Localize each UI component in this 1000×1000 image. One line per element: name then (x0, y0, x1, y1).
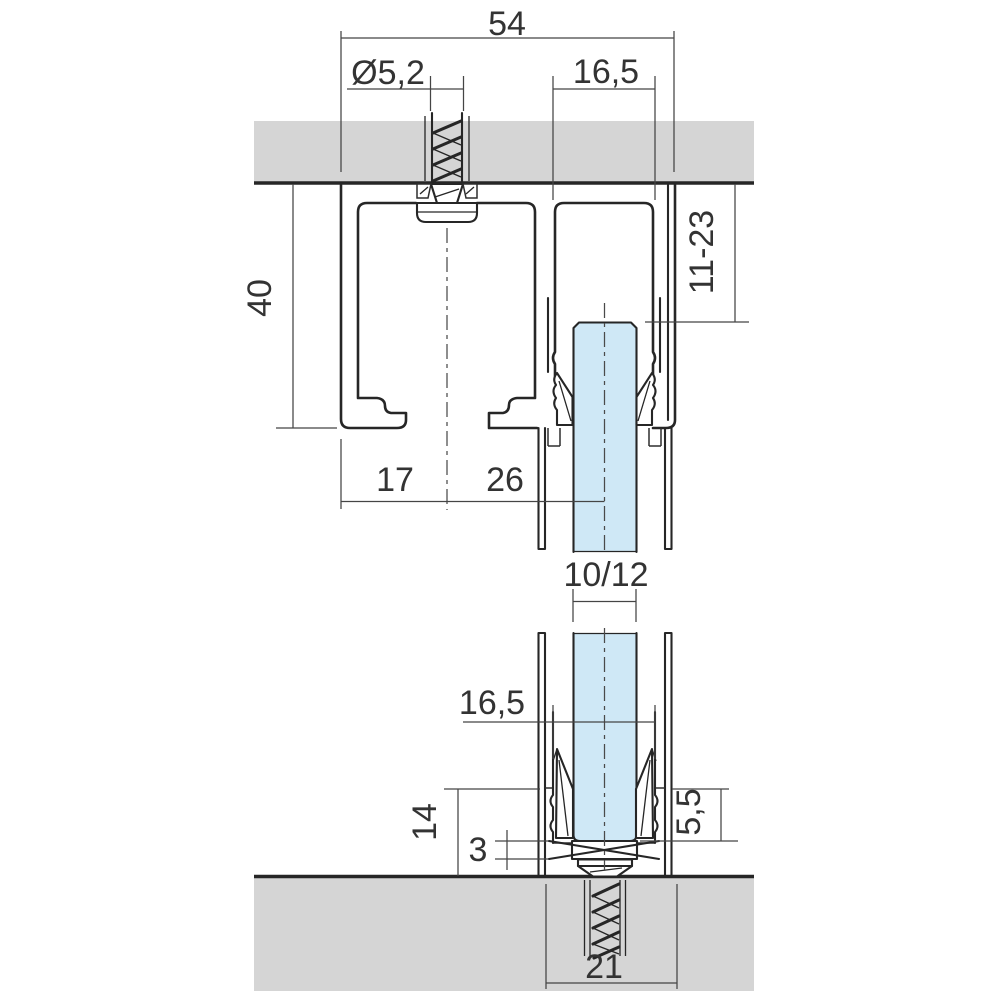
lower-gasket-right (634, 747, 655, 840)
bottom-mounting-screw (576, 858, 634, 960)
bottom-clamp-serrated-walls (549, 786, 659, 845)
dim-overall-width: 54 (340, 5, 675, 172)
dim-top-channel-width: 16,5 (552, 53, 656, 200)
screw-tip-thread-mark (434, 188, 460, 198)
dim-bottom-rail-width: 21 (545, 884, 678, 989)
dim-bottom-channel-width: 16,5 (459, 684, 656, 759)
floor-pilot-hole-lines (583, 880, 627, 956)
dimensions: 54 Ø5,2 16,5 40 11-23 17 26 10/12 (241, 5, 749, 989)
bottom-rail-profile (537, 631, 673, 878)
bottom-rail-outer-walls (537, 631, 673, 878)
dim-setting-block-height: 3 (469, 830, 548, 870)
setting-block-box (570, 839, 639, 861)
glass-upper-outline (572, 321, 638, 554)
ceiling-pilot-hole-lines (424, 116, 470, 181)
dim-bottom-rail-height: 14 (406, 788, 540, 876)
top-track-profile (339, 183, 677, 551)
setting-block-cross (547, 839, 661, 861)
track-cover-walls (537, 426, 673, 551)
lower-gasket-left-ribs (552, 748, 569, 837)
dim-overall-width-label: 54 (488, 5, 526, 43)
glass-upper-fill (573, 322, 637, 552)
centerlines (446, 228, 606, 871)
upper-gasket-feet (547, 428, 662, 447)
dim-glass-offset-label: 26 (486, 461, 524, 499)
track-glass-channel-walls (551, 201, 657, 378)
upper-gasket-right-rib (637, 380, 651, 422)
dim-carrier-offset-label: 17 (376, 461, 414, 499)
setting-block (547, 839, 661, 861)
countersunk-head-mark (589, 867, 623, 873)
suspension-claws (416, 183, 478, 199)
dim-glass-thickness-label: 10/12 (563, 556, 648, 594)
ceiling-band (254, 121, 754, 183)
floor-band (254, 878, 754, 991)
upper-gasket-left-rib (558, 380, 572, 422)
dim-edge-clearance-label: 5,5 (670, 788, 708, 835)
dim-edge-clearance: 5,5 (640, 788, 738, 842)
top-mounting-screw (415, 111, 479, 224)
dim-screw-diameter: Ø5,2 (347, 54, 465, 111)
lower-gasket-left (554, 747, 575, 840)
suspension-claw-marks (419, 186, 475, 195)
dim-glass-engagement: 11-23 (645, 184, 749, 323)
dim-bottom-rail-width-label: 21 (585, 948, 623, 986)
dim-glass-thickness: 10/12 (563, 556, 649, 622)
dim-bottom-channel-width-label: 16,5 (459, 684, 525, 722)
ceiling-section (254, 121, 754, 185)
dim-track-height-label: 40 (241, 279, 279, 317)
dim-screw-diameter-label: Ø5,2 (351, 54, 425, 92)
floor-section (254, 874, 754, 991)
dim-top-channel-width-label: 16,5 (573, 53, 639, 91)
bottom-screw-thread (591, 882, 621, 960)
track-glass-channel-inner-lines (546, 296, 662, 374)
track-left-channel-right-wall (475, 201, 539, 430)
dim-track-height: 40 (241, 184, 337, 429)
dim-center-offsets: 17 26 (340, 439, 605, 509)
dim-bottom-rail-height-label: 14 (406, 803, 444, 841)
dim-setting-block-height-label: 3 (469, 831, 488, 869)
glass-panel-upper (572, 321, 638, 554)
track-left-channel-left-wall (339, 183, 418, 430)
dim-glass-engagement-label: 11-23 (683, 210, 721, 294)
screw-thread (431, 119, 463, 183)
